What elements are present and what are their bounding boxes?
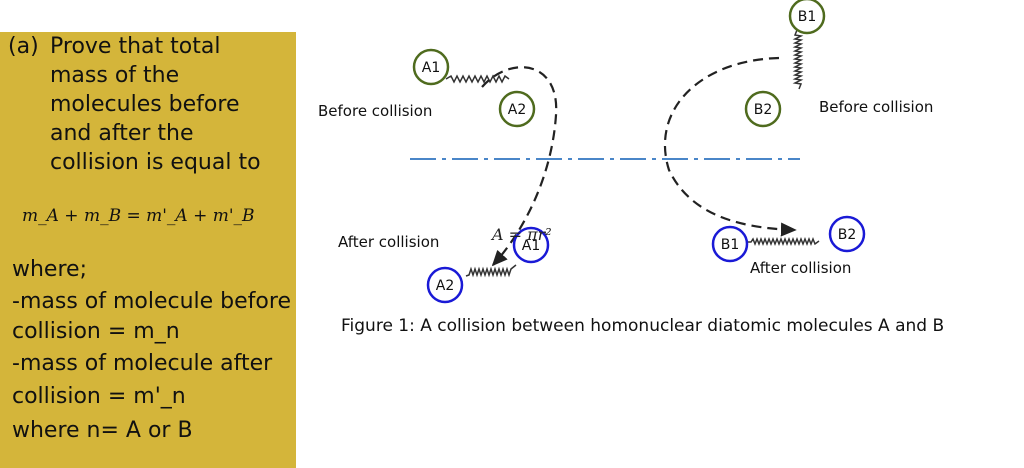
question-line-1: Prove that total	[50, 34, 221, 59]
svg-text:A1: A1	[522, 238, 540, 254]
question-line-4: and after the	[50, 121, 194, 146]
label-before-right: Before collision	[819, 98, 933, 116]
svg-text:B2: B2	[754, 102, 773, 118]
question-line-3: molecules before	[50, 92, 240, 117]
atom-a2-before: A2	[498, 90, 536, 128]
bond-a1-a2-before	[445, 74, 510, 84]
atom-a1-before: A1	[412, 48, 450, 86]
label-before-left: Before collision	[318, 102, 432, 120]
where-line-2: -mass of molecule before	[12, 289, 291, 314]
trajectory-b	[663, 56, 797, 237]
atom-a1-after: A1	[512, 226, 550, 264]
svg-text:B1: B1	[721, 237, 740, 253]
question-label: (a)	[8, 34, 39, 59]
question-line-5: collision is equal to	[50, 150, 261, 175]
svg-text:B2: B2	[838, 227, 857, 243]
bond-b1-b2-before	[792, 29, 804, 90]
where-line-1: where;	[12, 257, 87, 282]
overlay-formula: A = πr²	[490, 225, 552, 244]
atom-b2-before: B2	[744, 90, 782, 128]
bond-b1-b2-after	[748, 236, 820, 247]
label-after-left: After collision	[338, 233, 439, 251]
svg-text:A1: A1	[422, 60, 440, 76]
figure-caption: Figure 1: A collision between homonuclea…	[341, 316, 945, 336]
atom-b2-after: B2	[828, 215, 866, 253]
atom-a2-after: A2	[426, 266, 464, 304]
question-line-2: mass of the	[50, 63, 180, 88]
trajectory-a	[481, 66, 558, 267]
label-after-right: After collision	[750, 259, 851, 277]
where-line-4: -mass of molecule after	[12, 351, 273, 376]
atom-b1-after: B1	[711, 225, 749, 263]
where-line-3: collision = m_n	[12, 319, 180, 344]
where-line-6: where n= A or B	[12, 418, 193, 443]
bond-a1-a2-after	[465, 264, 517, 278]
svg-text:A2: A2	[508, 102, 526, 118]
atom-b1-before: B1	[788, 0, 826, 35]
svg-text:B1: B1	[798, 9, 817, 25]
question-panel	[0, 32, 296, 468]
svg-text:A2: A2	[436, 278, 454, 294]
where-line-5: collision = m'_n	[12, 384, 186, 409]
mass-equation: m_A + m_B = m'_A + m'_B	[22, 206, 255, 226]
